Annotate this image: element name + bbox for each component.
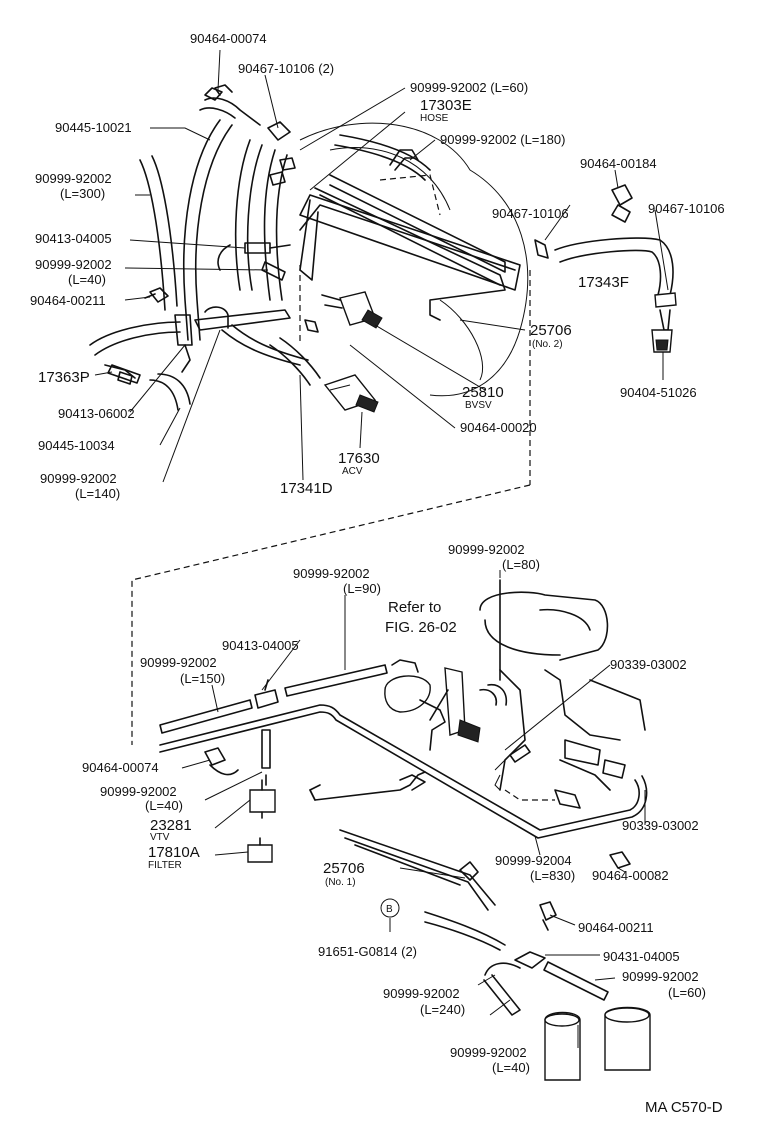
vacuum-valve-90404 (651, 292, 677, 353)
label-l140: (L=140) (75, 486, 120, 501)
label-23281: 23281 (150, 817, 192, 834)
label-90464-00211-top: 90464-00211 (30, 293, 106, 308)
label-17341D: 17341D (280, 480, 333, 497)
label-90467-10106-2: 90467-10106 (2) (238, 61, 334, 76)
label-l150: (L=150) (180, 671, 225, 686)
label-90999-92002-l150: 90999-92002 (140, 655, 217, 670)
label-l40-top: (L=40) (68, 272, 106, 287)
label-90413-06002: 90413-06002 (58, 406, 135, 421)
label-refer-to: Refer to (388, 599, 441, 616)
label-90999-92002-l180: 90999-92002 (L=180) (440, 132, 565, 147)
label-90999-92002-l40-mid: 90999-92002 (100, 784, 177, 799)
vtv-valve-23281 (249, 779, 276, 819)
bvsv-valve-25810 (321, 291, 383, 329)
label-hose: HOSE (420, 113, 449, 124)
label-l240: (L=240) (420, 1002, 465, 1017)
label-fig-26-02: FIG. 26-02 (385, 619, 457, 636)
label-90339-03002-top: 90339-03002 (610, 657, 687, 672)
label-90999-92002-l40-bot: 90999-92002 (450, 1045, 527, 1060)
label-90999-92002-l300: 90999-92002 (35, 171, 112, 186)
label-17363P: 17363P (38, 369, 90, 386)
label-90445-10021: 90445-10021 (55, 120, 132, 135)
label-90464-00074-top: 90464-00074 (190, 31, 267, 46)
label-90999-92002-l140: 90999-92002 (40, 471, 117, 486)
egr-valve (384, 659, 481, 751)
label-90404-51026: 90404-51026 (620, 385, 697, 400)
label-90464-00074-bot: 90464-00074 (82, 760, 159, 775)
label-25706-no1: 25706 (323, 860, 365, 877)
label-17343F: 17343F (578, 274, 629, 291)
filter-17810A (247, 837, 273, 863)
label-90999-92002-l80: 90999-92002 (448, 542, 525, 557)
label-l40-mid: (L=40) (145, 798, 183, 813)
label-90467-10106-right: 90467-10106 (648, 201, 725, 216)
label-90464-00020: 90464-00020 (460, 420, 537, 435)
label-17303E: 17303E (420, 97, 472, 114)
label-90999-92004: 90999-92004 (495, 853, 572, 868)
lower-assembly (159, 570, 651, 1081)
label-90413-04005-bot: 90413-04005 (222, 638, 299, 653)
label-l830: (L=830) (530, 868, 575, 883)
label-17630: 17630 (338, 450, 380, 467)
label-25810: 25810 (462, 384, 504, 401)
label-vtv: VTV (150, 832, 170, 843)
lower-leader-lines (181, 570, 646, 1048)
label-90999-92002-l240: 90999-92002 (383, 986, 460, 1001)
label-25706-no2: 25706 (530, 322, 572, 339)
b-marker-circle (380, 898, 400, 918)
label-l40-bot: (L=40) (492, 1060, 530, 1075)
acv-valve-17630 (323, 374, 379, 413)
label-no1: (No. 1) (325, 877, 356, 888)
label-90445-10034: 90445-10034 (38, 438, 115, 453)
label-no2: (No. 2) (532, 339, 563, 350)
part-labels: 90464-00074 90467-10106 (2) 90999-92002 … (30, 31, 725, 1116)
label-90413-04005-top: 90413-04005 (35, 231, 112, 246)
label-l300: (L=300) (60, 186, 105, 201)
label-90464-00082: 90464-00082 (592, 868, 669, 883)
label-90999-92002-l90: 90999-92002 (293, 566, 370, 581)
label-17810A: 17810A (148, 844, 200, 861)
label-acv: ACV (342, 466, 363, 477)
label-bvsv: BVSV (465, 400, 492, 411)
label-filter: FILTER (148, 860, 182, 871)
label-90999-92002-l40-top: 90999-92002 (35, 257, 112, 272)
label-90339-03002-bot: 90339-03002 (622, 818, 699, 833)
label-90467-10106-mid: 90467-10106 (492, 206, 569, 221)
label-90464-00184: 90464-00184 (580, 156, 657, 171)
label-l80: (L=80) (502, 557, 540, 572)
label-l90: (L=90) (343, 581, 381, 596)
label-b-marker: B (386, 904, 393, 915)
label-l60-bot: (L=60) (668, 985, 706, 1000)
label-90464-00211-bot: 90464-00211 (578, 920, 654, 935)
upper-leader-lines (94, 49, 669, 483)
label-91651-g0814: 91651-G0814 (2) (318, 944, 417, 959)
label-90999-92002-l60-bot: 90999-92002 (622, 969, 699, 984)
label-90999-92002-l60-top: 90999-92002 (L=60) (410, 80, 528, 95)
label-ma-c570-d: MA C570-D (645, 1099, 723, 1116)
upper-assembly (89, 49, 677, 745)
label-90431-04005: 90431-04005 (603, 949, 680, 964)
